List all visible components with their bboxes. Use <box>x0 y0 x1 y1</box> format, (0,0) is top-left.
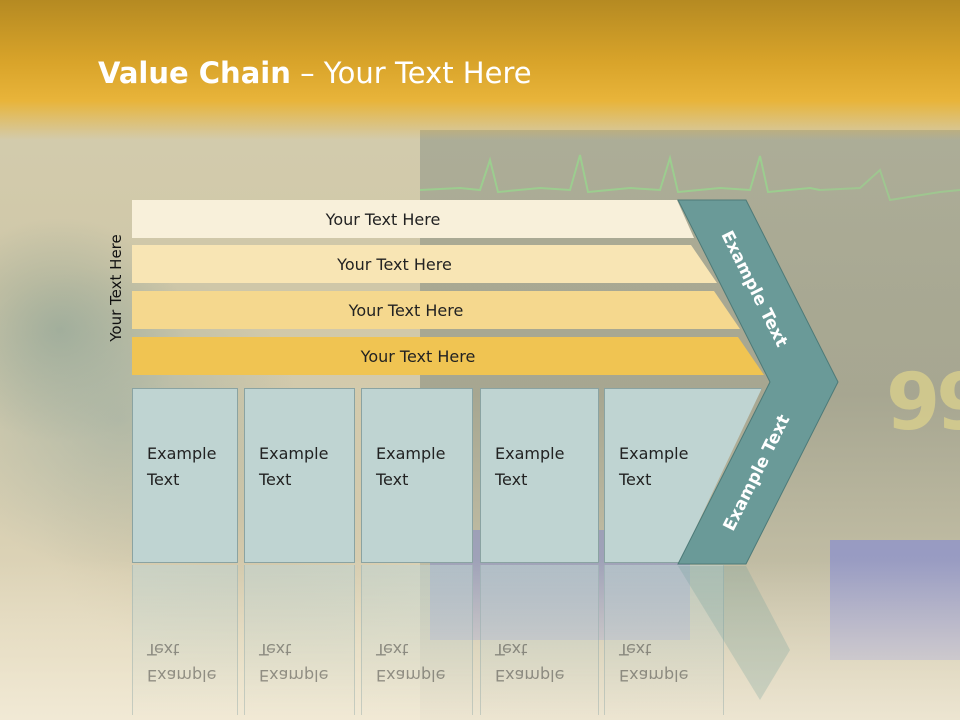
column-label-line: Text <box>495 470 528 489</box>
background-ecg-trace <box>420 154 960 202</box>
title-rest: – Your Text Here <box>290 56 532 90</box>
column-label-line: Text <box>259 470 292 489</box>
value-bar[interactable]: Your Text Here <box>132 200 694 238</box>
value-bar[interactable]: Your Text Here <box>132 245 717 283</box>
title-bold: Value Chain <box>98 56 291 90</box>
chevron-reflection <box>678 566 790 700</box>
background-digits: 99 <box>886 358 960 448</box>
column-label-line: Example <box>259 444 329 463</box>
chevron-shape[interactable] <box>677 199 839 565</box>
activity-column[interactable]: Example Text <box>480 388 599 563</box>
column-label-line: Example <box>376 444 446 463</box>
column-label-line: Example <box>147 444 217 463</box>
slide-title: Value Chain – Your Text Here <box>98 56 532 90</box>
activity-column[interactable]: Example Text <box>132 388 238 563</box>
column-label-line: Example <box>619 444 689 463</box>
column-label-line: Example <box>495 444 565 463</box>
value-bar-label: Your Text Here <box>360 346 476 366</box>
value-bar-label: Your Text Here <box>325 209 441 229</box>
activity-column[interactable]: Example Text <box>244 388 355 563</box>
activity-column[interactable]: Example Text <box>361 388 473 563</box>
value-bar-label: Your Text Here <box>337 254 452 274</box>
column-label-line: Text <box>376 470 409 489</box>
column-label-line: Text <box>619 470 652 489</box>
column-label-line: Text <box>147 470 180 489</box>
header-band <box>0 0 960 140</box>
value-bar-label: Your Text Here <box>348 300 464 320</box>
value-bar[interactable]: Your Text Here <box>132 291 740 329</box>
value-bar[interactable]: Your Text Here <box>132 337 764 375</box>
